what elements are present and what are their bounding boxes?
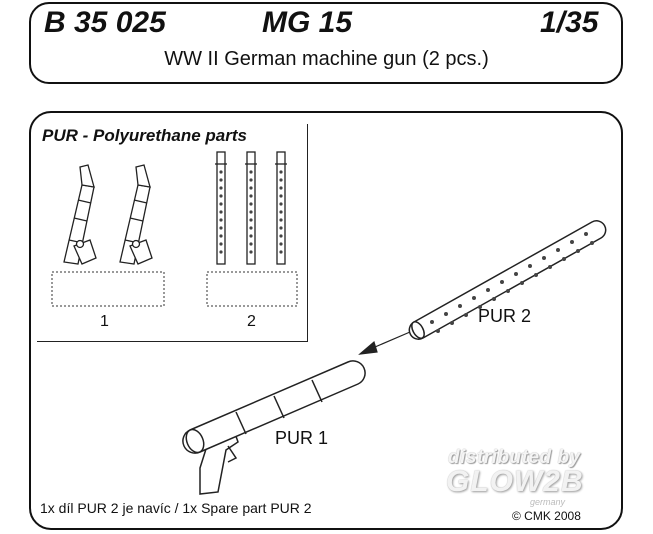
part-2-jacket-holes	[219, 170, 283, 254]
part-number-2: 2	[247, 313, 256, 330]
label-pur-1: PUR 1	[275, 428, 329, 448]
label-pur-2: PUR 2	[478, 306, 532, 326]
product-code: B 35 025	[44, 6, 166, 39]
part-1-body-right	[119, 164, 153, 265]
barrel-jacket-holes	[430, 232, 594, 333]
part-2-jackets	[215, 151, 287, 265]
gun-body-assembly	[182, 360, 366, 495]
part-2-sprue	[206, 271, 298, 307]
product-subtitle: WW II German machine gun (2 pcs.)	[164, 48, 489, 70]
product-name: MG 15	[262, 6, 353, 39]
watermark-distributed: distributed by	[448, 447, 581, 468]
part-number-1: 1	[100, 313, 109, 330]
parts-inset-title: PUR - Polyurethane parts	[42, 126, 247, 145]
parts-inset-frame	[37, 124, 308, 342]
spare-part-note: 1x díl PUR 2 je navíc / 1x Spare part PU…	[40, 500, 312, 516]
watermark-logo: GLOW2B	[446, 465, 584, 498]
part-1-sprue	[51, 271, 165, 307]
product-scale: 1/35	[540, 6, 599, 39]
watermark-country: germany	[530, 497, 566, 507]
header-frame	[29, 2, 623, 84]
copyright: © CMK 2008	[512, 509, 581, 523]
instructions-frame	[29, 111, 623, 530]
assembly-arrow	[358, 331, 411, 355]
part-1-body-left	[63, 164, 97, 265]
